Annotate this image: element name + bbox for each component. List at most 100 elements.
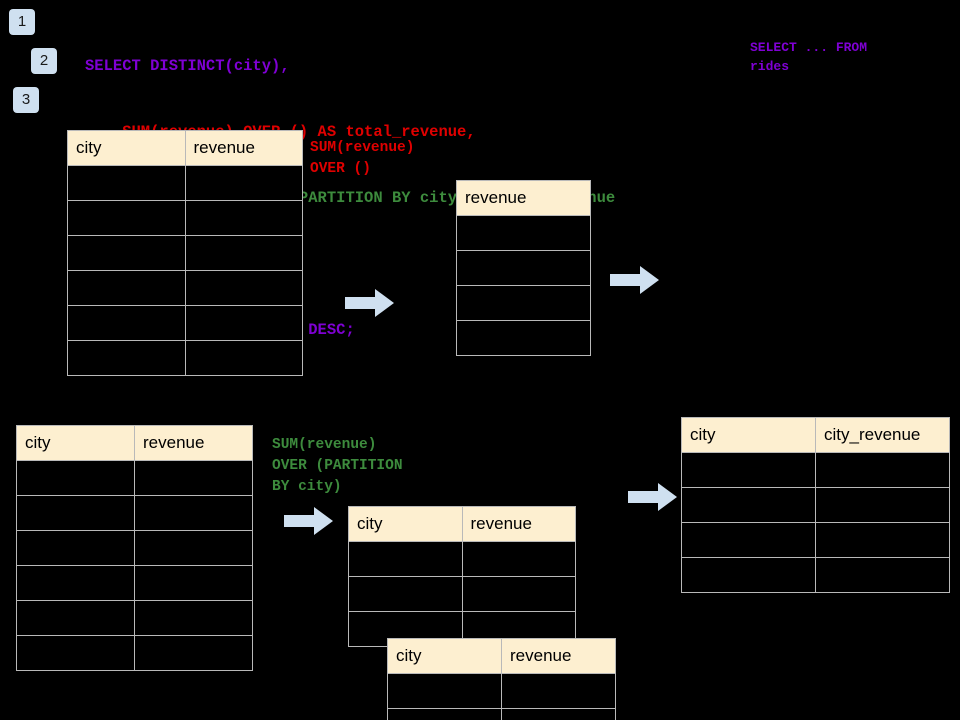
table-cell <box>184 270 303 306</box>
table-row <box>456 285 591 321</box>
table-cell <box>67 200 186 236</box>
arrow-source-to-partition-icon <box>284 507 333 535</box>
table-body <box>387 673 616 720</box>
table-header-row: city revenue <box>348 506 576 542</box>
annotation-city-revenue: SUM(revenue) OVER (PARTITION BY city) <box>272 437 403 495</box>
column-header-city: city <box>348 506 463 542</box>
table-cell <box>387 708 502 720</box>
table-cell <box>134 565 253 601</box>
column-header-revenue: revenue <box>456 180 591 216</box>
select-from-rides-note: SELECT ... FROM rides <box>750 40 868 74</box>
table-cell <box>348 541 463 577</box>
arrow-partition-to-result-icon <box>628 483 677 511</box>
table-header-row: city revenue <box>387 638 616 674</box>
table-cell <box>67 235 186 271</box>
table-cell <box>184 235 303 271</box>
table-row <box>16 600 253 636</box>
table-cell <box>16 635 135 671</box>
total-revenue-table: revenue <box>456 180 591 356</box>
column-header-revenue: revenue <box>461 506 576 542</box>
rides-source-table-bottom: city revenue <box>16 425 253 671</box>
table-row <box>16 635 253 671</box>
table-row <box>456 215 591 251</box>
sql-line-select: SELECT DISTINCT(city), <box>85 57 290 75</box>
step-badge-1: 1 <box>9 9 35 35</box>
table-row <box>681 452 950 488</box>
table-cell <box>456 215 591 251</box>
table-cell <box>681 487 816 523</box>
table-row <box>16 530 253 566</box>
table-cell <box>681 522 816 558</box>
table-row <box>16 495 253 531</box>
table-cell <box>67 305 186 341</box>
table-row <box>67 200 303 236</box>
table-cell <box>134 530 253 566</box>
arrow-source-to-total-icon <box>345 289 394 317</box>
table-cell <box>134 600 253 636</box>
table-cell <box>456 285 591 321</box>
table-row <box>681 522 950 558</box>
table-cell <box>184 340 303 376</box>
step-badge-2: 2 <box>31 48 57 74</box>
table-cell <box>681 452 816 488</box>
table-cell <box>461 541 576 577</box>
table-row <box>387 673 616 709</box>
table-cell <box>456 320 591 356</box>
table-row <box>67 305 303 341</box>
column-header-city: city <box>387 638 502 674</box>
table-header-row: city city_revenue <box>681 417 950 453</box>
column-header-revenue: revenue <box>184 130 303 166</box>
table-row <box>681 487 950 523</box>
rides-source-table-top: city revenue <box>67 130 303 376</box>
table-row <box>387 708 616 720</box>
table-body <box>16 460 253 671</box>
table-row <box>16 565 253 601</box>
table-header-row: city revenue <box>67 130 303 166</box>
table-cell <box>16 565 135 601</box>
table-cell <box>134 635 253 671</box>
table-body <box>456 215 591 356</box>
table-row <box>456 250 591 286</box>
table-body <box>348 541 576 647</box>
table-cell <box>501 673 616 709</box>
table-header-row: revenue <box>456 180 591 216</box>
partition-group-table-back: city revenue <box>348 506 576 647</box>
table-cell <box>16 495 135 531</box>
table-cell <box>16 600 135 636</box>
column-header-revenue: revenue <box>134 425 253 461</box>
table-row <box>456 320 591 356</box>
arrow-total-to-result-icon <box>610 266 659 294</box>
table-cell <box>501 708 616 720</box>
table-cell <box>815 487 950 523</box>
table-row <box>67 340 303 376</box>
table-cell <box>184 305 303 341</box>
table-cell <box>815 522 950 558</box>
table-cell <box>456 250 591 286</box>
table-cell <box>184 200 303 236</box>
column-header-city-revenue: city_revenue <box>815 417 950 453</box>
column-header-revenue: revenue <box>501 638 616 674</box>
table-cell <box>134 495 253 531</box>
column-header-city: city <box>16 425 135 461</box>
table-row <box>681 557 950 593</box>
table-cell <box>815 557 950 593</box>
table-cell <box>387 673 502 709</box>
table-cell <box>134 460 253 496</box>
table-cell <box>67 270 186 306</box>
table-row <box>348 541 576 577</box>
step-badge-3: 3 <box>13 87 39 113</box>
table-row <box>16 460 253 496</box>
table-cell <box>16 530 135 566</box>
table-body <box>67 165 303 376</box>
column-header-city: city <box>67 130 186 166</box>
table-cell <box>67 165 186 201</box>
city-revenue-result-table: city city_revenue <box>681 417 950 593</box>
table-cell <box>815 452 950 488</box>
table-cell <box>461 576 576 612</box>
annotation-total-revenue: SUM(revenue) OVER () <box>310 140 415 177</box>
table-row <box>67 235 303 271</box>
table-row <box>67 270 303 306</box>
partition-group-table-front: city revenue <box>387 638 616 720</box>
table-cell <box>681 557 816 593</box>
